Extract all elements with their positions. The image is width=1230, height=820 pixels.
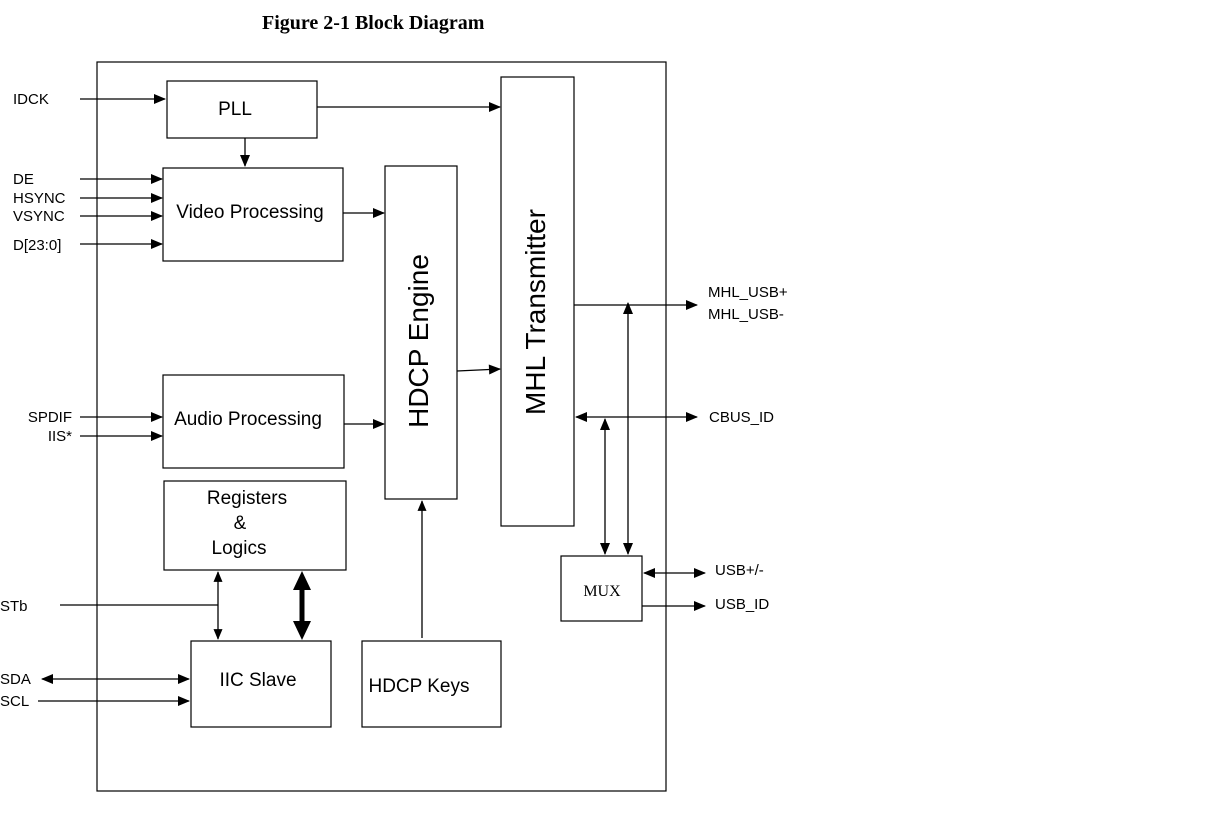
video-processing-label: Video Processing — [176, 202, 324, 223]
pll-label: PLL — [218, 99, 252, 120]
registers-logics-block — [163, 480, 347, 571]
hdcp-engine-block — [384, 165, 458, 500]
pll-block — [166, 80, 318, 139]
signal-scl: SCL — [0, 693, 29, 710]
signal-iis: IIS* — [48, 428, 72, 445]
signal-rstb: STb — [0, 598, 28, 615]
signal-cbus-id: CBUS_ID — [709, 409, 774, 426]
video-processing-block — [162, 167, 344, 262]
audio-processing-block — [162, 374, 345, 469]
figure-title: Figure 2-1 Block Diagram — [262, 12, 485, 34]
signal-sda: SDA — [0, 671, 31, 688]
signal-vsync: VSYNC — [13, 208, 65, 225]
hdcp-engine-label: HDCP Engine — [403, 254, 434, 428]
mux-block — [560, 555, 643, 622]
signal-mhl-usb-plus: MHL_USB+ — [708, 284, 788, 301]
signal-hsync: HSYNC — [13, 190, 66, 207]
mux-label: MUX — [583, 583, 621, 600]
bus-head-down — [293, 621, 311, 640]
mhl-transmitter-block — [500, 76, 575, 527]
iic-slave-label: IIC Slave — [219, 670, 296, 691]
signal-data-bus: D[23:0] — [13, 237, 61, 254]
mhl-transmitter-label: MHL Transmitter — [520, 209, 551, 415]
signal-idck: IDCK — [13, 91, 49, 108]
hdcp-keys-label: HDCP Keys — [368, 676, 469, 697]
signal-spdif: SPDIF — [28, 409, 72, 426]
hdcp-keys-block — [361, 640, 502, 728]
bus-head-up — [293, 571, 311, 590]
signal-de: DE — [13, 171, 34, 188]
ampersand-label: & — [234, 513, 247, 534]
iic-slave-block — [190, 640, 332, 728]
audio-processing-label: Audio Processing — [174, 409, 322, 430]
signal-usb-pm: USB+/- — [715, 562, 764, 579]
registers-label: Registers — [207, 488, 287, 509]
signal-usb-id: USB_ID — [715, 596, 769, 613]
signal-mhl-usb-minus: MHL_USB- — [708, 306, 784, 323]
arrow-hdcp-mhl — [456, 364, 501, 375]
logics-label: Logics — [212, 538, 267, 559]
